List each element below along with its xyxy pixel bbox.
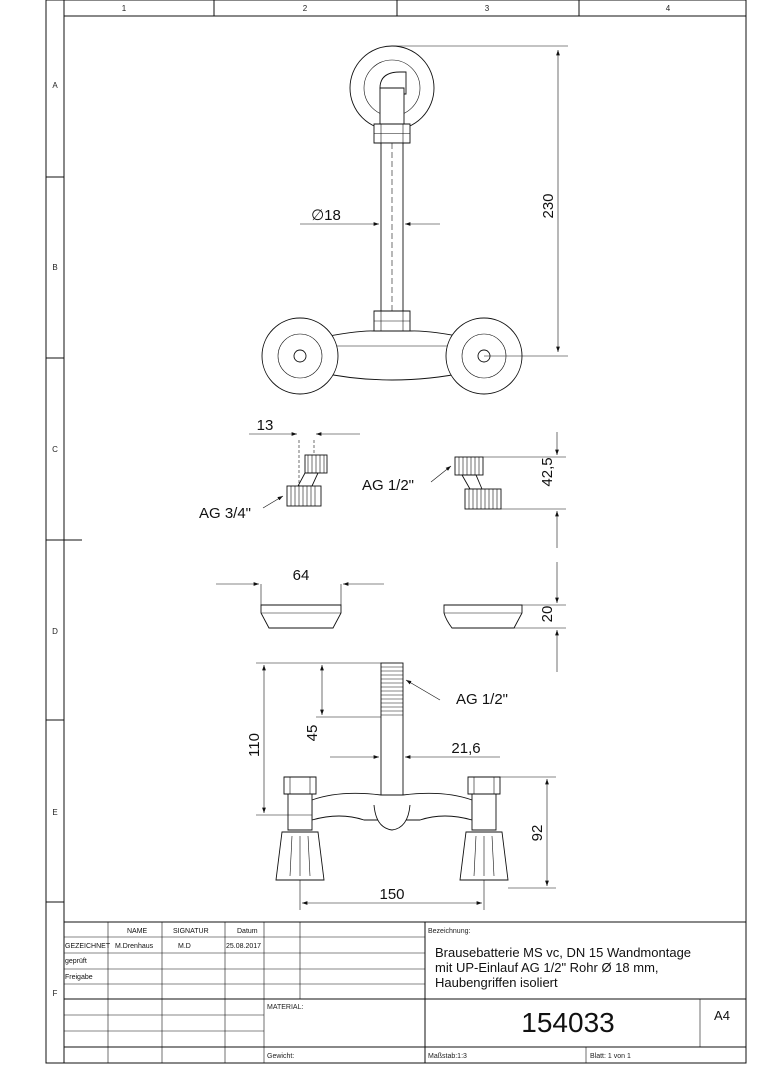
row-label: C [52,445,58,454]
paper-format: A4 [714,1008,730,1023]
rosette-left [260,604,342,629]
label-thread-right: AG 1/2" [362,465,452,494]
dimension-text: 45 [304,725,321,742]
dimension-text: ∅18 [311,207,341,224]
dimension-text: 21,6 [451,740,480,757]
eccentric-left [286,440,328,507]
row-label: B [52,263,57,272]
drawing-frame [45,0,747,1064]
eccentric-right [454,456,502,510]
dimension-rosette-height: 20 [514,562,566,672]
drawn-by-signature: M.D [178,943,191,950]
description-line-3: Haubengriffen isoliert [435,975,558,990]
thread-label: AG 1/2" [362,477,414,494]
dimension-pipe-diameter: ∅18 [300,207,440,226]
bezeichnung-label: Bezeichnung: [428,928,470,935]
dimension-body-height: 92 [500,776,556,889]
dimension-inlet-thread-length: 45 [304,665,381,741]
mixer-side-view [275,662,509,881]
row-label: D [52,627,58,636]
row-label: A [52,81,58,90]
dimension-text: 110 [246,733,263,757]
dimension-center-distance: 150 [299,880,485,910]
column-label: 4 [666,4,671,13]
row-label-geprueft: geprüft [65,958,87,965]
drawn-by-name: M.Drenhaus [115,943,154,950]
dimension-height: 230 [392,45,568,357]
dimension-rosette-width: 64 [216,567,384,605]
row-label: E [52,808,57,817]
dimension-offset: 13 [249,417,360,436]
rosette-right [443,604,523,629]
gewicht-label: Gewicht: [267,1053,294,1060]
dimension-inlet-pipe-dia: 21,6 [330,740,500,759]
dimension-text: 92 [529,825,546,842]
description-line-1: Brausebatterie MS vc, DN 15 Wandmontage [435,945,691,960]
column-label: 3 [485,4,490,13]
thread-label: AG 1/2" [456,691,508,708]
dimension-text: 230 [540,193,557,218]
column-header-name: NAME [127,928,148,935]
drawn-date: 25.08.2017 [226,943,261,950]
zone-labels: 1 2 3 4 A B C D E F [52,4,671,998]
sheet-label: Blatt: 1 von 1 [590,1053,631,1060]
row-label-freigabe: Freigabe [65,974,93,981]
mixer-front-view [261,45,523,395]
drawing-number: 154033 [521,1007,614,1038]
dimension-text: 150 [379,886,404,903]
dimension-text: 20 [539,606,556,623]
dimension-eccentric-height: 42,5 [483,432,566,548]
title-block: NAME SIGNATUR Datum GEZEICHNET M.Drenhau… [64,921,746,1063]
scale-label: Maßstab:1:3 [428,1053,467,1060]
row-label-gezeichnet: GEZEICHNET [65,943,111,950]
label-thread-left: AG 3/4" [199,495,284,522]
label-inlet-thread: AG 1/2" [405,679,508,708]
column-header-signatur: SIGNATUR [173,928,209,935]
dimension-text: 64 [293,567,310,584]
column-header-datum: Datum [237,928,258,935]
column-label: 2 [303,4,308,13]
column-label: 1 [122,4,127,13]
row-label: F [53,989,58,998]
thread-label: AG 3/4" [199,505,251,522]
dimension-text: 13 [257,417,274,434]
dimension-inlet-total: 110 [246,662,381,816]
dimension-text: 42,5 [539,457,556,486]
material-label: MATERIAL: [267,1004,303,1011]
description-line-2: mit UP-Einlauf AG 1/2" Rohr Ø 18 mm, [435,960,659,975]
